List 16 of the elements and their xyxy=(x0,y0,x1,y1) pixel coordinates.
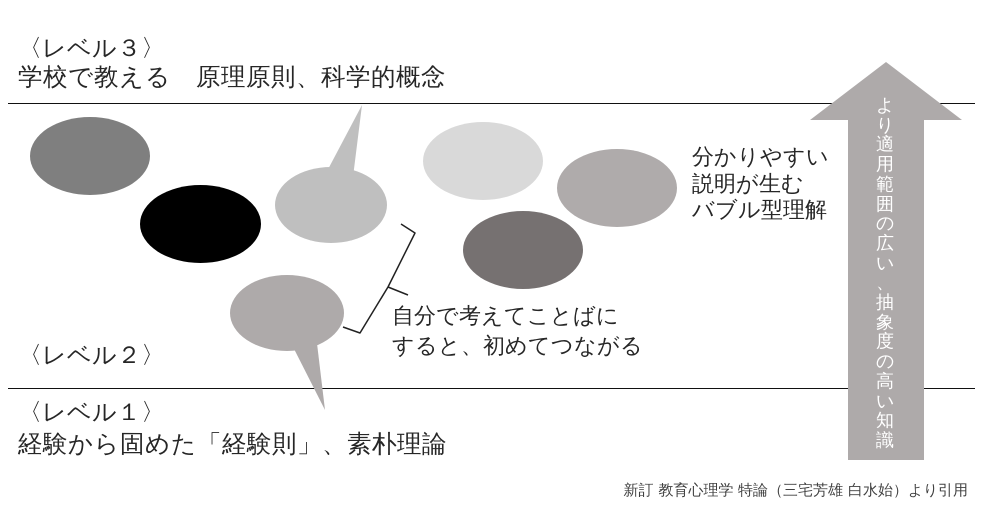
level-description: 経験から固めた「経験則」、素朴理論 xyxy=(18,429,447,459)
level-description: 学校で教える 原理原則、科学的概念 xyxy=(18,62,446,92)
bubble xyxy=(557,149,677,227)
level-heading: 〈レベル３〉 xyxy=(18,33,165,63)
bubble xyxy=(463,211,583,289)
annotation-text: 自分で考えてことばにすると、初めてつながる xyxy=(392,303,643,361)
level-heading: 〈レベル２〉 xyxy=(18,340,165,370)
bubble xyxy=(30,117,150,195)
bubble xyxy=(140,185,261,263)
caption: 新訂 教育心理学 特論（三宅芳雄 白水始）より引用 xyxy=(624,480,968,500)
annotation-text: 分かりやすい説明が生むバブル型理解 xyxy=(692,145,829,224)
arrow-label: より適用範囲の広い、抽象度の高い知識 xyxy=(875,96,895,451)
speech-bubble xyxy=(230,275,344,410)
level-heading: 〈レベル１〉 xyxy=(18,397,165,427)
speech-bubble xyxy=(275,105,387,243)
bubble xyxy=(423,122,543,200)
